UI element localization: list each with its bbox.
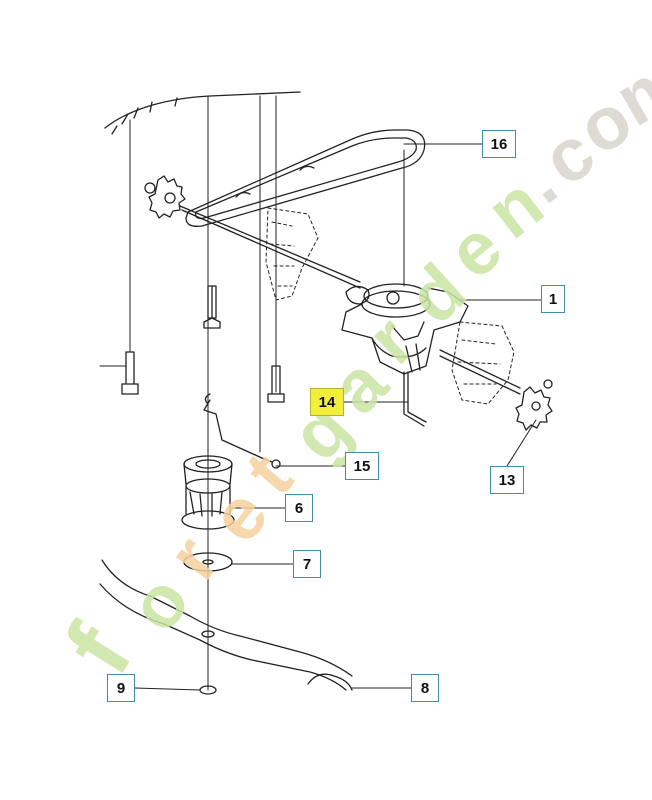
washer [183, 552, 233, 572]
drive-belt [185, 129, 426, 227]
shift-rod [403, 371, 427, 427]
spring-clip [203, 393, 281, 469]
pulley-spacer [181, 455, 235, 530]
callout-8: 8 [411, 674, 439, 702]
transaxle-housing [341, 283, 469, 375]
leader-lines [99, 143, 542, 691]
callout-14: 14 [310, 388, 344, 416]
right-gear [515, 379, 553, 431]
callout-13: 13 [490, 466, 524, 494]
callout-1: 1 [541, 285, 565, 313]
callout-16: 16 [482, 130, 516, 158]
guide-lines [129, 95, 405, 691]
callout-7: 7 [293, 550, 321, 578]
bolts [121, 285, 285, 403]
mower-blade [99, 559, 353, 695]
mounting-brackets [265, 207, 515, 405]
callout-15: 15 [345, 452, 379, 480]
callout-9: 9 [107, 674, 135, 702]
deck-edge-top [104, 91, 301, 135]
left-gear [144, 175, 186, 219]
callout-6: 6 [285, 494, 313, 522]
